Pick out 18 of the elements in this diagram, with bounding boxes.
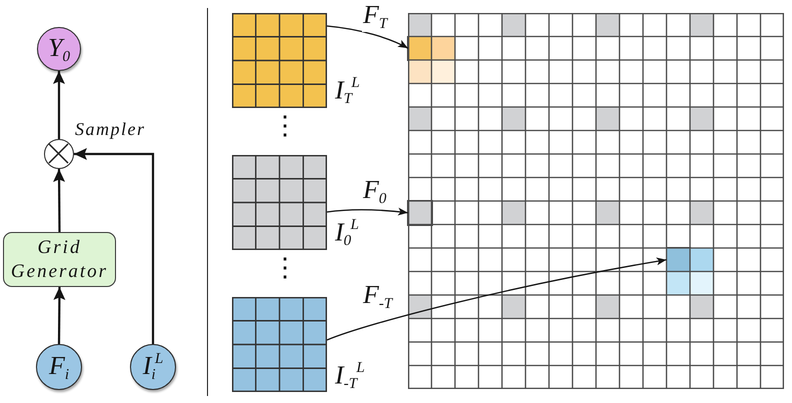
circle-node: Y$_{0}$	[37, 27, 81, 71]
arrow	[53, 169, 66, 232]
vertical-ellipsis: ⋮	[272, 113, 298, 139]
vertical-ellipsis: ⋮	[272, 255, 298, 281]
sampling-grid	[408, 13, 784, 389]
feature-grid	[232, 297, 327, 392]
feature-grid	[232, 155, 327, 250]
curved-arrow	[326, 208, 408, 216]
arrow	[53, 71, 65, 139]
operation-label: Sampler	[75, 120, 146, 138]
process-box: Grid Generator	[3, 232, 116, 287]
arrow	[74, 148, 154, 344]
circle-node: F$_{i}$	[36, 344, 82, 390]
curved-arrow	[326, 258, 667, 341]
curved-arrow	[326, 25, 408, 49]
circled-cross-icon	[44, 139, 74, 169]
arrow	[53, 286, 66, 344]
feature-grid	[232, 13, 327, 108]
